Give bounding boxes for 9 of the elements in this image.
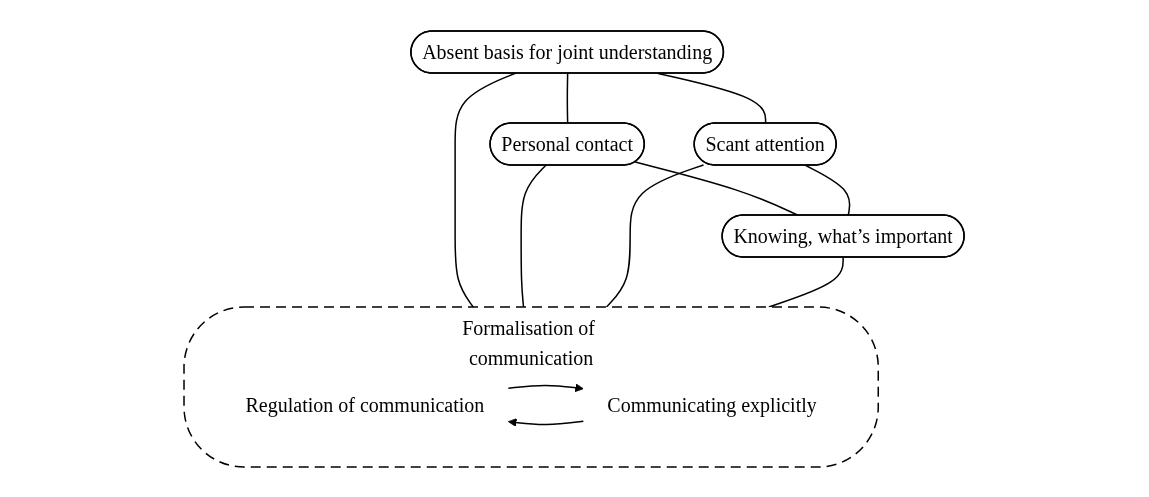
connector	[606, 163, 705, 308]
node-text: Regulation of communication	[245, 393, 485, 416]
arrow	[508, 382, 585, 392]
arrow	[508, 417, 585, 427]
connector	[520, 163, 548, 308]
connector	[657, 72, 767, 124]
connector	[567, 72, 569, 124]
connector	[805, 164, 851, 216]
node-text: Communicating explicitly	[607, 393, 818, 416]
